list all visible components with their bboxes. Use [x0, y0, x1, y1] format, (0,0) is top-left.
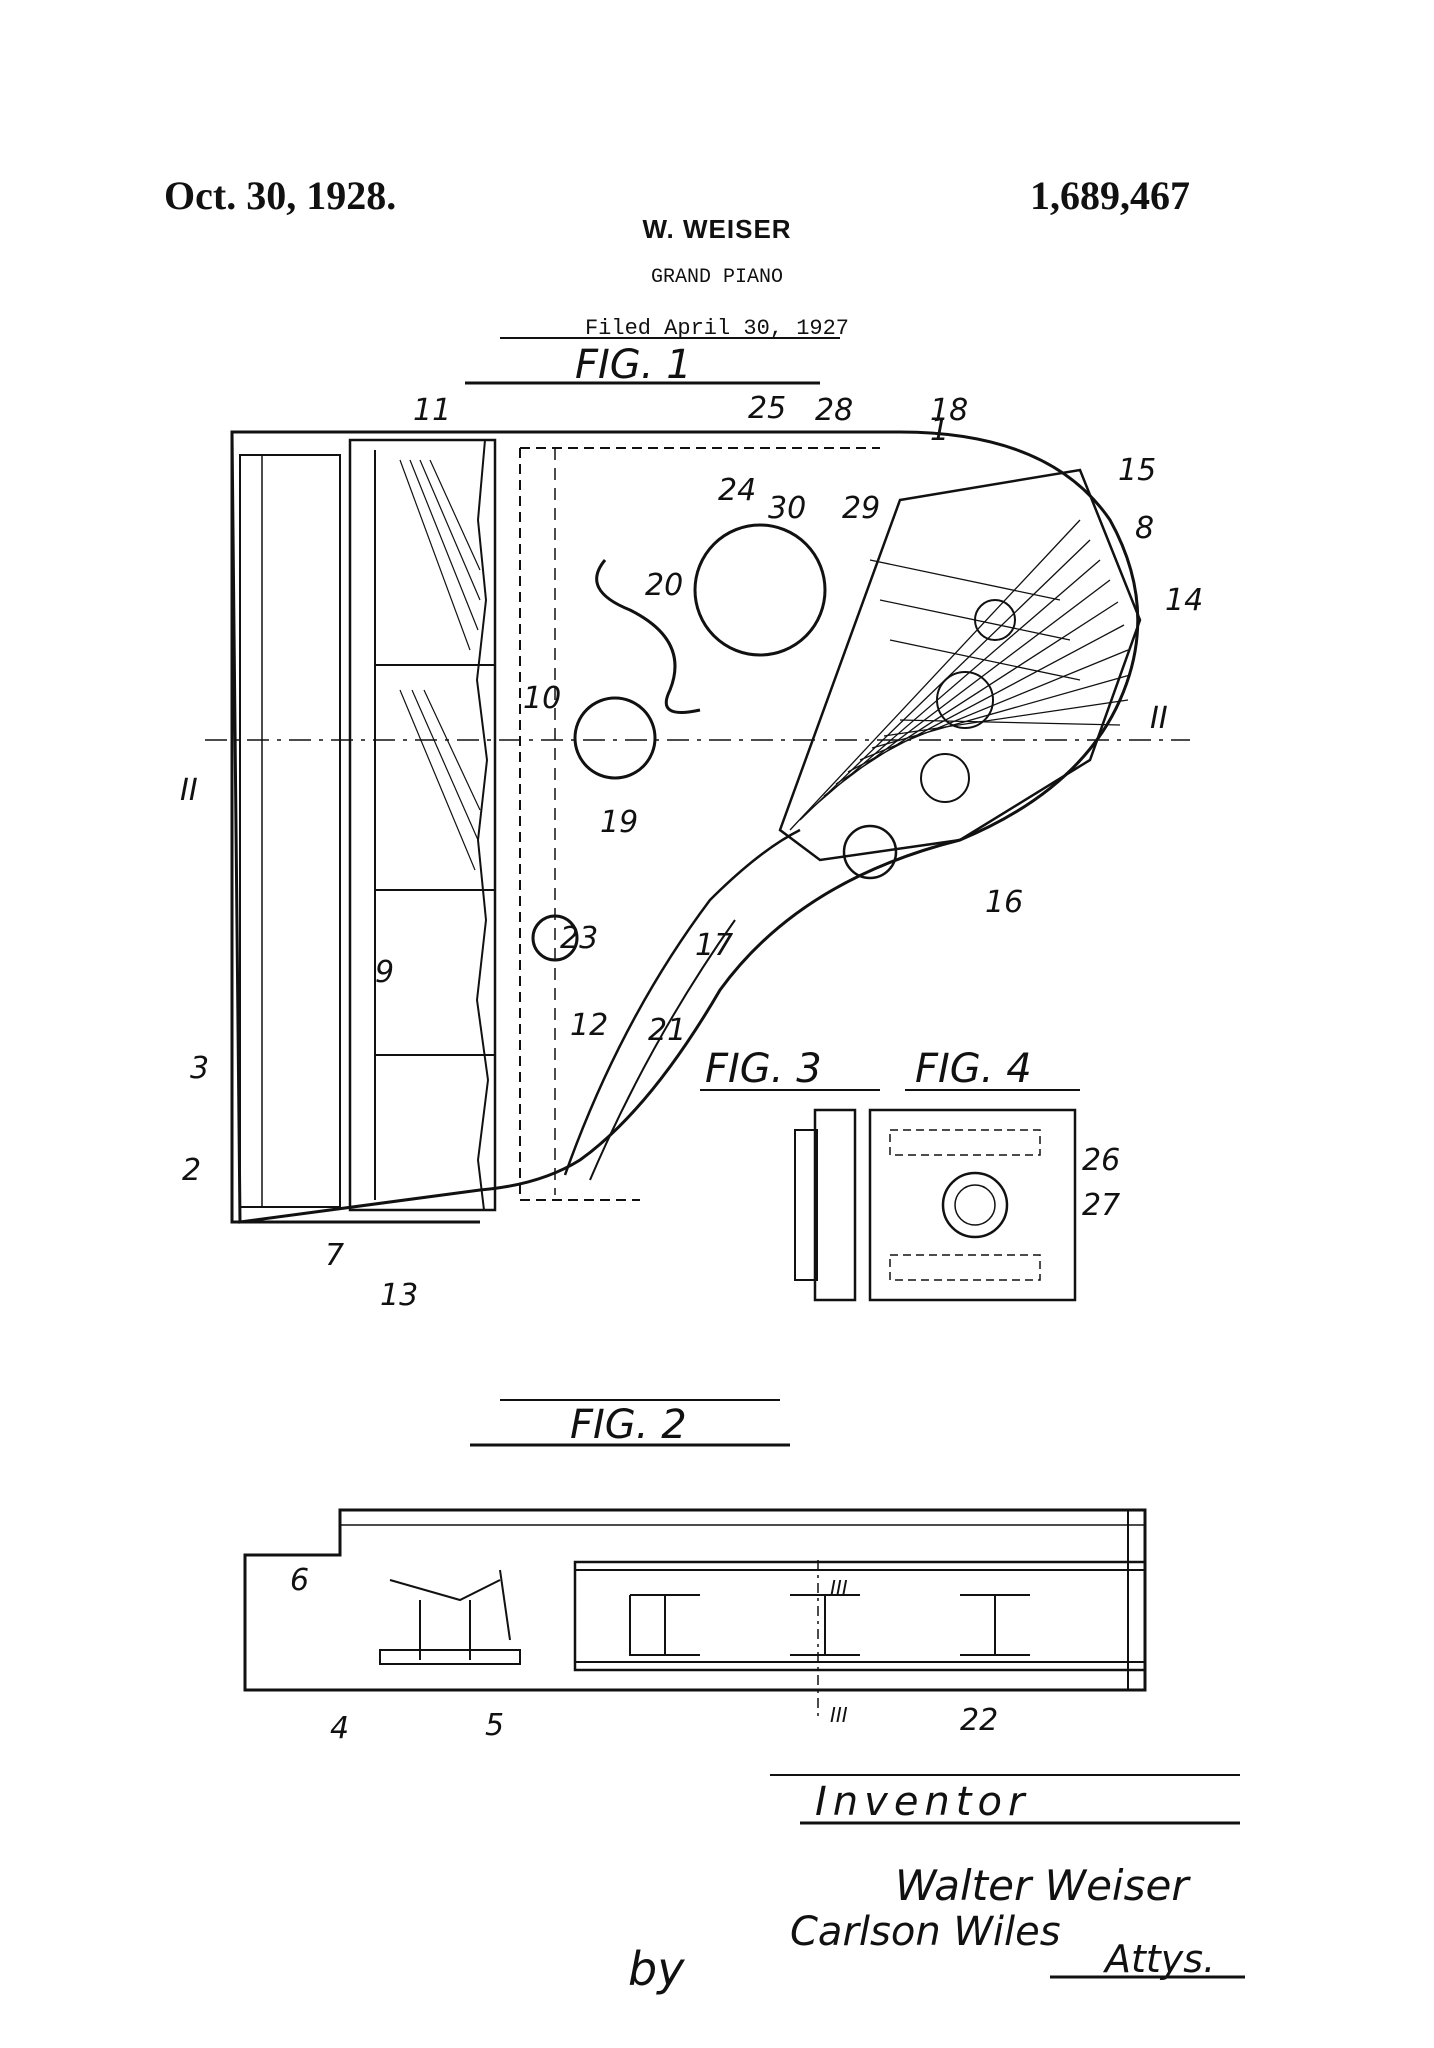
- sound-hole-large: [693, 523, 827, 657]
- ref-30: 30: [768, 491, 806, 526]
- attys-label: Attys.: [1102, 1937, 1215, 1981]
- section-mark-3-top: III: [830, 1576, 848, 1600]
- ref-9: 9: [375, 955, 394, 990]
- ref-11: 11: [413, 393, 451, 428]
- section-mark-3-bottom: III: [830, 1703, 848, 1727]
- ref-27: 27: [1082, 1188, 1120, 1223]
- fig3-label: FIG. 3: [705, 1046, 822, 1092]
- inventor-signature: Walter Weiser: [895, 1861, 1191, 1910]
- ref-13: 13: [380, 1278, 418, 1313]
- ref-18: 18: [930, 393, 968, 428]
- ref-28: 28: [815, 393, 853, 428]
- action-mechanism: [379, 1569, 521, 1665]
- keyboard: [239, 454, 341, 1208]
- patent-date: Oct. 30, 1928.: [164, 173, 397, 218]
- piano-case-outline: [230, 430, 1140, 1224]
- fig4-label: FIG. 4: [915, 1046, 1032, 1092]
- ref-21: 21: [648, 1013, 686, 1048]
- ref-3: 3: [190, 1051, 209, 1086]
- ref-10: 10: [523, 681, 561, 716]
- ref-19: 19: [600, 805, 638, 840]
- sound-hole-small: [531, 914, 579, 962]
- ref-17: 17: [695, 928, 733, 963]
- attorneys-signature: Carlson Wiles: [790, 1909, 1061, 1955]
- patent-title: GRAND PIANO: [650, 266, 784, 289]
- ref-1: 1: [930, 413, 949, 448]
- fig2-label: FIG. 2: [570, 1402, 687, 1448]
- string-plate: [778, 468, 1142, 862]
- f-hole: [595, 559, 701, 714]
- ref-25: 25: [748, 391, 786, 426]
- piano-side-section: [243, 1508, 1147, 1692]
- action-strings: [399, 459, 481, 871]
- ref-23: 23: [560, 921, 598, 956]
- ref-4: 4: [330, 1711, 349, 1746]
- rim-inner: [563, 828, 801, 1176]
- action-frame: [348, 438, 497, 1212]
- soundboard-dashed: [519, 447, 880, 1201]
- ref-16: 16: [985, 885, 1023, 920]
- rosette: [941, 1171, 1009, 1239]
- ref-29: 29: [842, 491, 880, 526]
- ref-12: 12: [570, 1008, 608, 1043]
- ref-15: 15: [1118, 453, 1156, 488]
- ref-24: 24: [718, 473, 756, 508]
- brace-blocks: [629, 1594, 1030, 1656]
- filing-date: Filed April 30, 1927: [584, 316, 850, 341]
- ref-26: 26: [1082, 1143, 1120, 1178]
- ref-14: 14: [1165, 583, 1203, 618]
- inventor-name: W. WEISER: [642, 214, 792, 244]
- sound-hole-medium: [573, 696, 657, 780]
- ref-6: 6: [290, 1563, 309, 1598]
- fig4-view: [868, 1108, 1077, 1302]
- section-mark-right: II: [1150, 701, 1168, 736]
- patent-number: 1,689,467: [1030, 173, 1190, 218]
- break-line: [475, 439, 490, 1211]
- section-mark-left: II: [180, 773, 198, 808]
- by-label: by: [628, 1942, 685, 1996]
- ref-7: 7: [325, 1238, 344, 1273]
- fig3-section: [813, 1108, 857, 1302]
- fig1-label: FIG. 1: [575, 342, 692, 388]
- ref-8: 8: [1135, 511, 1154, 546]
- strings-hatching: [789, 519, 1131, 831]
- ref-5: 5: [485, 1708, 504, 1743]
- piano-front-edge: [230, 432, 480, 1224]
- ref-2: 2: [182, 1153, 201, 1188]
- reference-numerals: 1 2 3 4 5 6 7 8 9 10 11 12 13 14 15 16 1…: [182, 391, 1203, 1746]
- inventor-heading: Inventor: [815, 1779, 1030, 1825]
- ref-22: 22: [960, 1703, 998, 1738]
- sound-chamber: [573, 1560, 1147, 1672]
- ref-20: 20: [645, 568, 683, 603]
